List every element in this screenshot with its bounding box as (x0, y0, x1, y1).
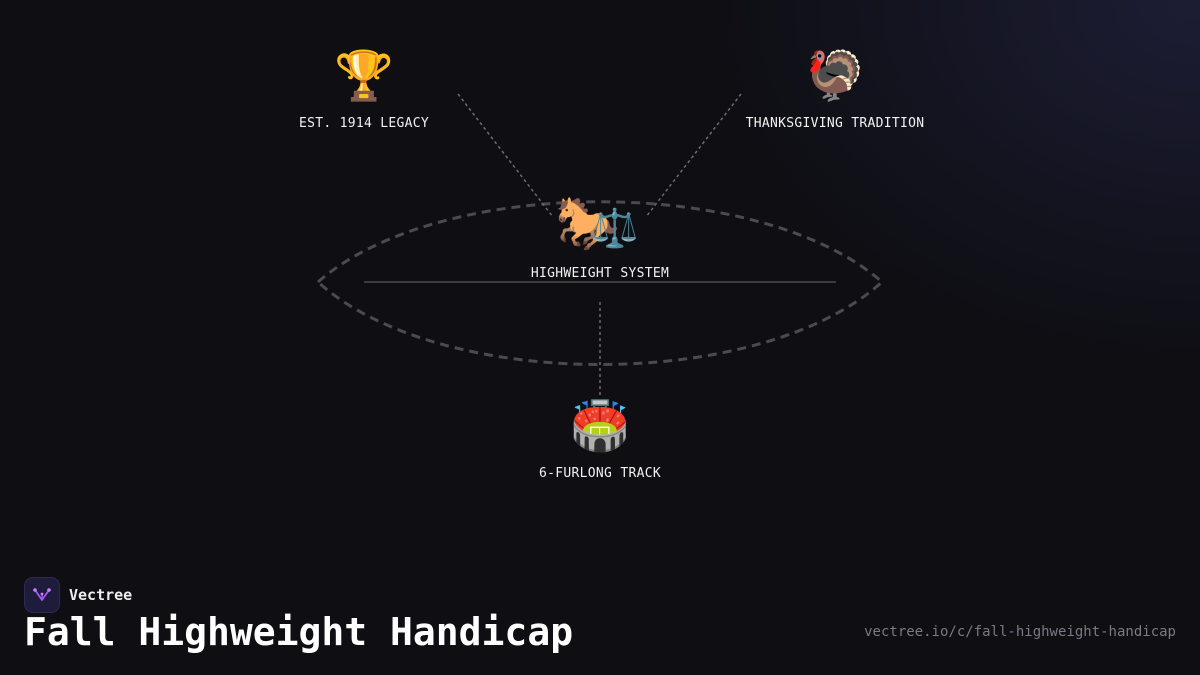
node-center: 🐎 ⚖️ HIGHWEIGHT SYSTEM (531, 194, 669, 281)
connector-tradition (645, 93, 742, 218)
node-track-label: 6-FURLONG TRACK (539, 466, 661, 481)
page-url[interactable]: vectree.io/c/fall-highweight-handicap (864, 624, 1176, 640)
scales-icon: ⚖️ (591, 206, 639, 250)
node-legacy: 🏆 EST. 1914 LEGACY (299, 48, 429, 131)
trophy-icon: 🏆 (334, 48, 394, 104)
stadium-icon: 🏟️ (570, 398, 630, 454)
brand-name: Vectree (69, 586, 133, 604)
horse-racing-icon: 🐎 (555, 194, 620, 254)
node-track: 🏟️ 6-FURLONG TRACK (539, 398, 661, 481)
node-tradition-label: THANKSGIVING TRADITION (745, 116, 925, 131)
node-center-label: HIGHWEIGHT SYSTEM (530, 266, 670, 281)
node-tradition: 🦃 THANKSGIVING TRADITION (746, 48, 925, 131)
connector-legacy (457, 93, 554, 218)
turkey-icon: 🦃 (805, 48, 865, 104)
horse-racing-scales-icon: 🐎 ⚖️ (555, 194, 645, 254)
track-oval-outline (315, 200, 885, 366)
brand: Vectree (24, 577, 132, 613)
node-legacy-label: EST. 1914 LEGACY (298, 116, 430, 131)
page-title: Fall Highweight Handicap (24, 610, 574, 654)
vectree-logo-icon (24, 577, 60, 613)
